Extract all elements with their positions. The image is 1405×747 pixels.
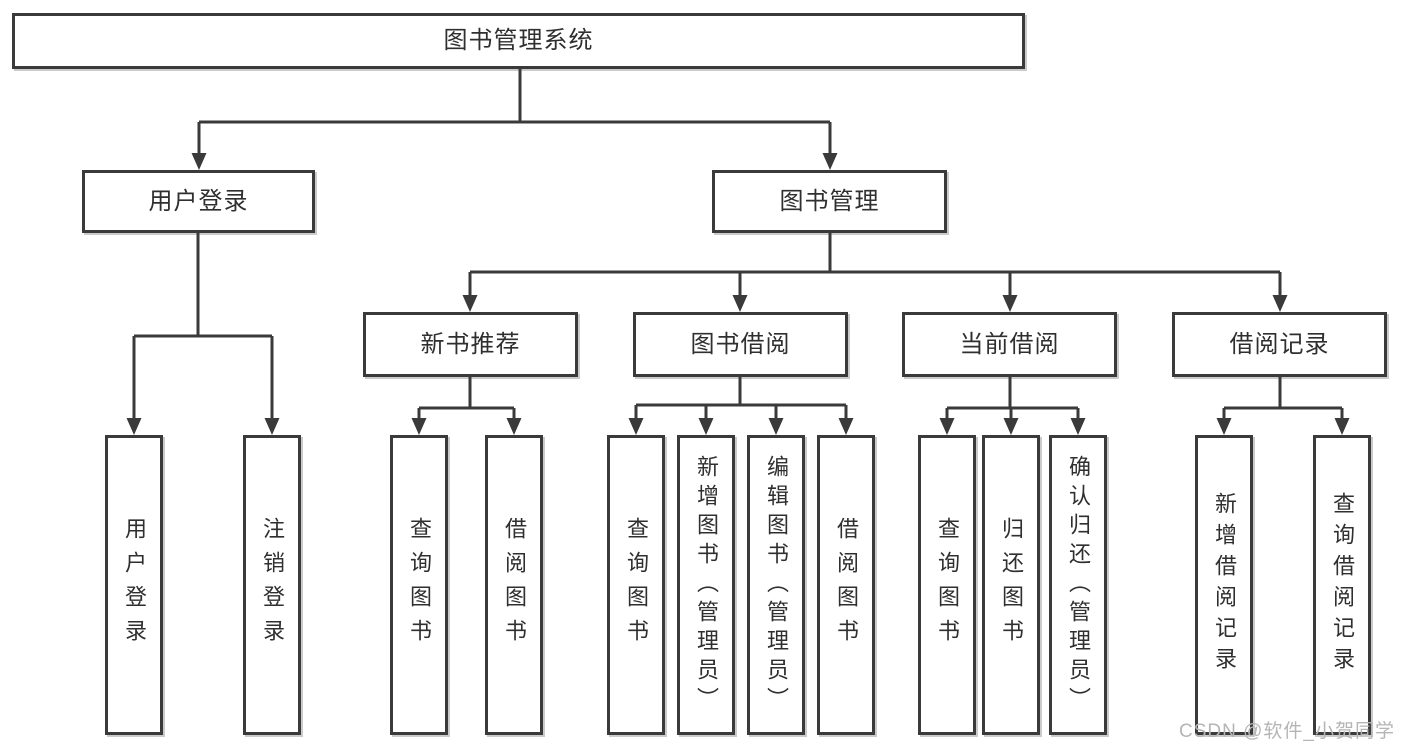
node-root: 图书管理系统 [12, 13, 1025, 69]
leaf-newbooks-borrow: 借阅图书 [485, 435, 543, 735]
leaf-borrow-book-label: 借阅图书 [834, 517, 859, 653]
leaf-records-query: 查询借阅记录 [1313, 435, 1371, 735]
leaf-records-add: 新增借阅记录 [1195, 435, 1253, 735]
node-user-login-label: 用户登录 [148, 187, 249, 215]
node-new-book-recommend: 新书推荐 [363, 312, 578, 377]
leaf-logout: 注销登录 [243, 435, 301, 735]
node-book-management: 图书管理 [712, 170, 947, 233]
leaf-borrow-query-label: 查询图书 [624, 517, 649, 653]
node-book-borrow-label: 图书借阅 [690, 330, 791, 358]
node-new-book-recommend-label: 新书推荐 [420, 330, 521, 358]
leaf-current-return-label: 归还图书 [999, 517, 1024, 653]
node-user-login: 用户登录 [82, 170, 315, 233]
leaf-newbooks-borrow-label: 借阅图书 [502, 517, 527, 653]
leaf-current-query-label: 查询图书 [935, 517, 960, 653]
leaf-records-add-label: 新增借阅记录 [1212, 492, 1237, 678]
node-borrow-records-label: 借阅记录 [1229, 330, 1330, 358]
node-current-borrow: 当前借阅 [902, 312, 1117, 377]
node-borrow-records: 借阅记录 [1172, 312, 1387, 377]
leaf-current-confirm-admin: 确认归还（管理员） [1049, 435, 1107, 735]
leaf-borrow-edit-admin-label: 编辑图书（管理员） [764, 454, 789, 716]
leaf-borrow-add-admin: 新增图书（管理员） [677, 435, 735, 735]
leaf-borrow-book: 借阅图书 [817, 435, 875, 735]
leaf-newbooks-query-label: 查询图书 [407, 517, 432, 653]
node-current-borrow-label: 当前借阅 [959, 330, 1060, 358]
leaf-current-confirm-admin-label: 确认归还（管理员） [1066, 454, 1091, 716]
node-book-borrow: 图书借阅 [633, 312, 848, 377]
leaf-user-login: 用户登录 [105, 435, 163, 735]
leaf-user-login-label: 用户登录 [122, 517, 147, 653]
leaf-newbooks-query: 查询图书 [390, 435, 448, 735]
leaf-borrow-query: 查询图书 [607, 435, 665, 735]
leaf-logout-label: 注销登录 [260, 517, 285, 653]
leaf-borrow-edit-admin: 编辑图书（管理员） [747, 435, 805, 735]
node-book-management-label: 图书管理 [779, 187, 880, 215]
leaf-records-query-label: 查询借阅记录 [1330, 492, 1355, 678]
leaf-current-query: 查询图书 [918, 435, 976, 735]
node-root-label: 图书管理系统 [443, 27, 594, 54]
leaf-current-return: 归还图书 [982, 435, 1040, 735]
csdn-watermark: CSDN @软件_小贺同学 [1179, 721, 1395, 742]
leaf-borrow-add-admin-label: 新增图书（管理员） [694, 454, 719, 716]
